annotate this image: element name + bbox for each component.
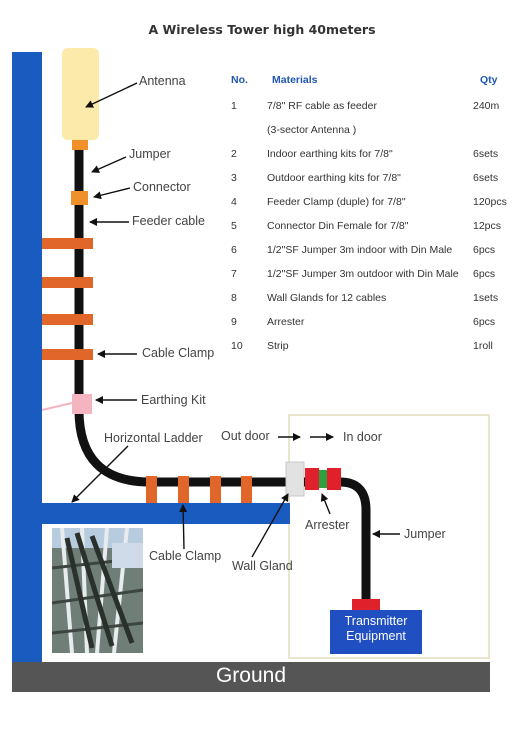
tower-vertical xyxy=(12,52,42,664)
table-row: 5 Connector Din Female for 7/8" 12pcs xyxy=(231,220,502,232)
label-out-door: Out door xyxy=(221,429,270,443)
feeder-cable-main xyxy=(74,195,300,487)
arrow-antenna xyxy=(85,82,138,108)
transmitter-label-line1: Transmitter xyxy=(344,614,408,628)
ground-bar xyxy=(12,662,490,692)
cable-clamp-v3 xyxy=(42,314,93,325)
label-cable-clamp-top: Cable Clamp xyxy=(142,346,215,360)
arrow-jumper-top xyxy=(91,156,127,173)
transmitter-equipment xyxy=(330,610,422,654)
cable-clamp-v1 xyxy=(42,238,93,249)
arrow-wall-gland xyxy=(251,493,289,558)
arrow-connector xyxy=(93,187,131,200)
label-horizontal-ladder: Horizontal Ladder xyxy=(104,431,203,445)
top-connector-small xyxy=(72,140,88,150)
table-row: 7 1/2"SF Jumper 3m outdoor with Din Male… xyxy=(231,268,496,280)
antenna xyxy=(62,48,99,140)
diagram-title: A Wireless Tower high 40meters xyxy=(148,22,376,37)
table-row: 10 Strip 1roll xyxy=(231,340,493,352)
label-wall-gland: Wall Gland xyxy=(232,559,293,573)
table-row: 9 Arrester 6pcs xyxy=(231,316,496,328)
label-in-door: In door xyxy=(343,430,382,444)
table-row: 6 1/2"SF Jumper 3m indoor with Din Male … xyxy=(231,244,496,256)
indoor-jumper-curve xyxy=(339,477,371,600)
wall-gland xyxy=(285,461,305,497)
table-row: 8 Wall Glands for 12 cables 1sets xyxy=(231,292,499,304)
cable-clamp-v2 xyxy=(42,277,93,288)
table-row: 2 Indoor earthing kits for 7/8" 6sets xyxy=(231,148,499,160)
transmitter-label-line2: Equipment xyxy=(346,629,406,643)
label-cable-clamp-bottom: Cable Clamp xyxy=(149,549,222,563)
arrester-red-1 xyxy=(305,468,319,490)
indoor-room-box xyxy=(288,414,490,659)
label-feeder-cable: Feeder cable xyxy=(132,214,205,228)
table-row: 4 Feeder Clamp (duple) for 7/8" 120pcs xyxy=(231,196,507,208)
table-row: 3 Outdoor earthing kits for 7/8" 6sets xyxy=(231,172,499,184)
label-arrester: Arrester xyxy=(305,518,350,532)
ground-label: Ground xyxy=(215,664,287,687)
arrester-green xyxy=(319,470,327,488)
header-qty: Qty xyxy=(480,74,498,86)
table-row: 1 7/8" RF cable as feeder 240m xyxy=(231,100,500,112)
transmitter-connector xyxy=(352,599,380,612)
connector xyxy=(71,191,88,205)
tower-horizontal-ladder xyxy=(42,503,290,524)
earthing-wire xyxy=(41,402,73,411)
arrow-horizontal-ladder xyxy=(71,445,129,503)
label-connector: Connector xyxy=(133,180,191,194)
header-materials: Materials xyxy=(272,74,318,86)
arrow-arrester xyxy=(320,493,331,515)
cable-clamp-v4 xyxy=(42,349,93,360)
tower-cables-photo xyxy=(52,528,143,653)
earthing-kit xyxy=(72,394,92,414)
cable-clamp-h1 xyxy=(146,476,157,503)
label-earthing-kit: Earthing Kit xyxy=(141,393,206,407)
label-antenna: Antenna xyxy=(139,74,186,88)
arrow-cable-clamp-bottom xyxy=(179,504,188,550)
cable-clamp-h3 xyxy=(210,476,221,503)
cable-clamp-h4 xyxy=(241,476,252,503)
label-jumper-top: Jumper xyxy=(129,147,171,161)
arrester-red-2 xyxy=(327,468,341,490)
table-row: (3-sector Antenna ) xyxy=(267,124,357,136)
header-no: No. xyxy=(231,74,248,86)
transmitter-label: Transmitter Equipment xyxy=(330,614,422,644)
label-jumper-bottom: Jumper xyxy=(404,527,446,541)
cable-clamp-h2 xyxy=(178,476,189,503)
